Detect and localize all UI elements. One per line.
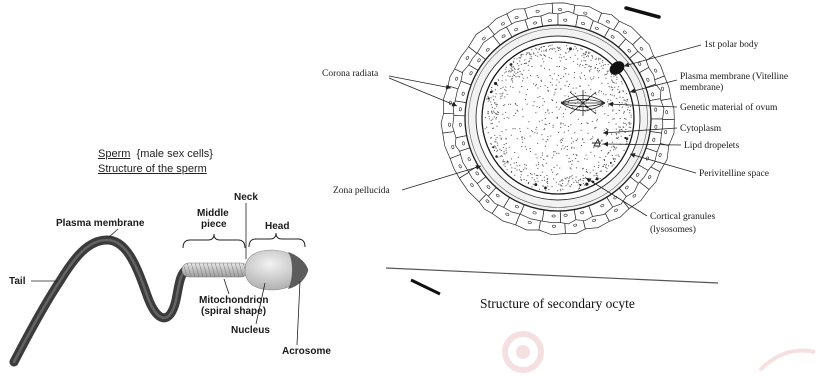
label-mitochondrion-line2: (spiral shape) (201, 306, 266, 317)
mitochondrion-leader (224, 279, 229, 294)
cortical-granule (495, 155, 497, 157)
cortical-granule (624, 137, 626, 139)
sperm-heading-note: {male sex cells} (137, 148, 213, 160)
sperm-subheading: Structure of the sperm (98, 163, 207, 175)
scan-mark-top (626, 8, 659, 17)
sperm-tail (14, 240, 186, 362)
label-lipid-droplets: Lipd dropelets (684, 141, 739, 151)
sperm-heading: Sperm {male sex cells} (98, 148, 213, 160)
label-plasma-membrane: Plasma membrane (56, 218, 145, 229)
label-plasma-membrane-line1: Plasma membrane (Vitelline (680, 71, 788, 82)
caption-rule (386, 268, 718, 283)
cortical-granule (544, 186, 547, 189)
label-polar-body: 1st polar body (704, 40, 759, 50)
label-neck: Neck (234, 192, 258, 203)
acrosome-leader (297, 281, 300, 345)
label-head: Head (265, 221, 289, 232)
cortical-granule (490, 91, 492, 93)
label-nucleus: Nucleus (231, 325, 270, 336)
scan-mark-bottom (411, 280, 440, 294)
label-genetic-material: Genetic material of ovum (680, 102, 778, 113)
sperm-heading-title: Sperm (98, 148, 130, 160)
head-bracket (249, 233, 305, 247)
middle-piece-bracket (183, 234, 245, 248)
cortical-granule (534, 183, 537, 186)
cortical-granule (492, 146, 494, 148)
label-tail: Tail (9, 276, 26, 287)
sperm-tail-highlight (14, 240, 186, 362)
cortical-granule (579, 184, 581, 186)
cortical-granule (510, 63, 513, 66)
sperm-diagram: Plasma membrane Tail Neck Middle piece H… (9, 192, 331, 362)
label-middle-piece-line2: piece (201, 219, 227, 230)
cortical-granule (488, 97, 490, 99)
watermark (505, 334, 815, 370)
label-perivitelline-space: Perivitelline space (699, 169, 769, 179)
secondary-oocyte-diagram: Corona radiata Zona pellucida 1st polar … (322, 3, 788, 235)
cortical-granule (585, 183, 588, 186)
label-cortical-granules-line2: (lysosomes) (650, 224, 696, 235)
cortical-granule (596, 177, 599, 180)
label-zona-pellucida: Zona pellucida (333, 186, 390, 196)
cortical-granule (610, 162, 612, 164)
label-middle-piece-line1: Middle (197, 208, 229, 219)
label-corona-radiata: Corona radiata (322, 69, 379, 79)
cortical-granule (494, 82, 497, 85)
cortical-granule (569, 47, 572, 50)
mitochondrion-spiral (182, 263, 248, 277)
label-mitochondrion-line1: Mitochondrion (199, 295, 268, 306)
label-plasma-membrane-line2: membrane) (680, 82, 723, 93)
oocyte-caption: Structure of secondary ocyte (480, 296, 635, 312)
label-cytoplasm: Cytoplasm (680, 124, 722, 134)
label-acrosome: Acrosome (282, 346, 331, 357)
label-cortical-granules-line1: Cortical granules (650, 212, 715, 222)
